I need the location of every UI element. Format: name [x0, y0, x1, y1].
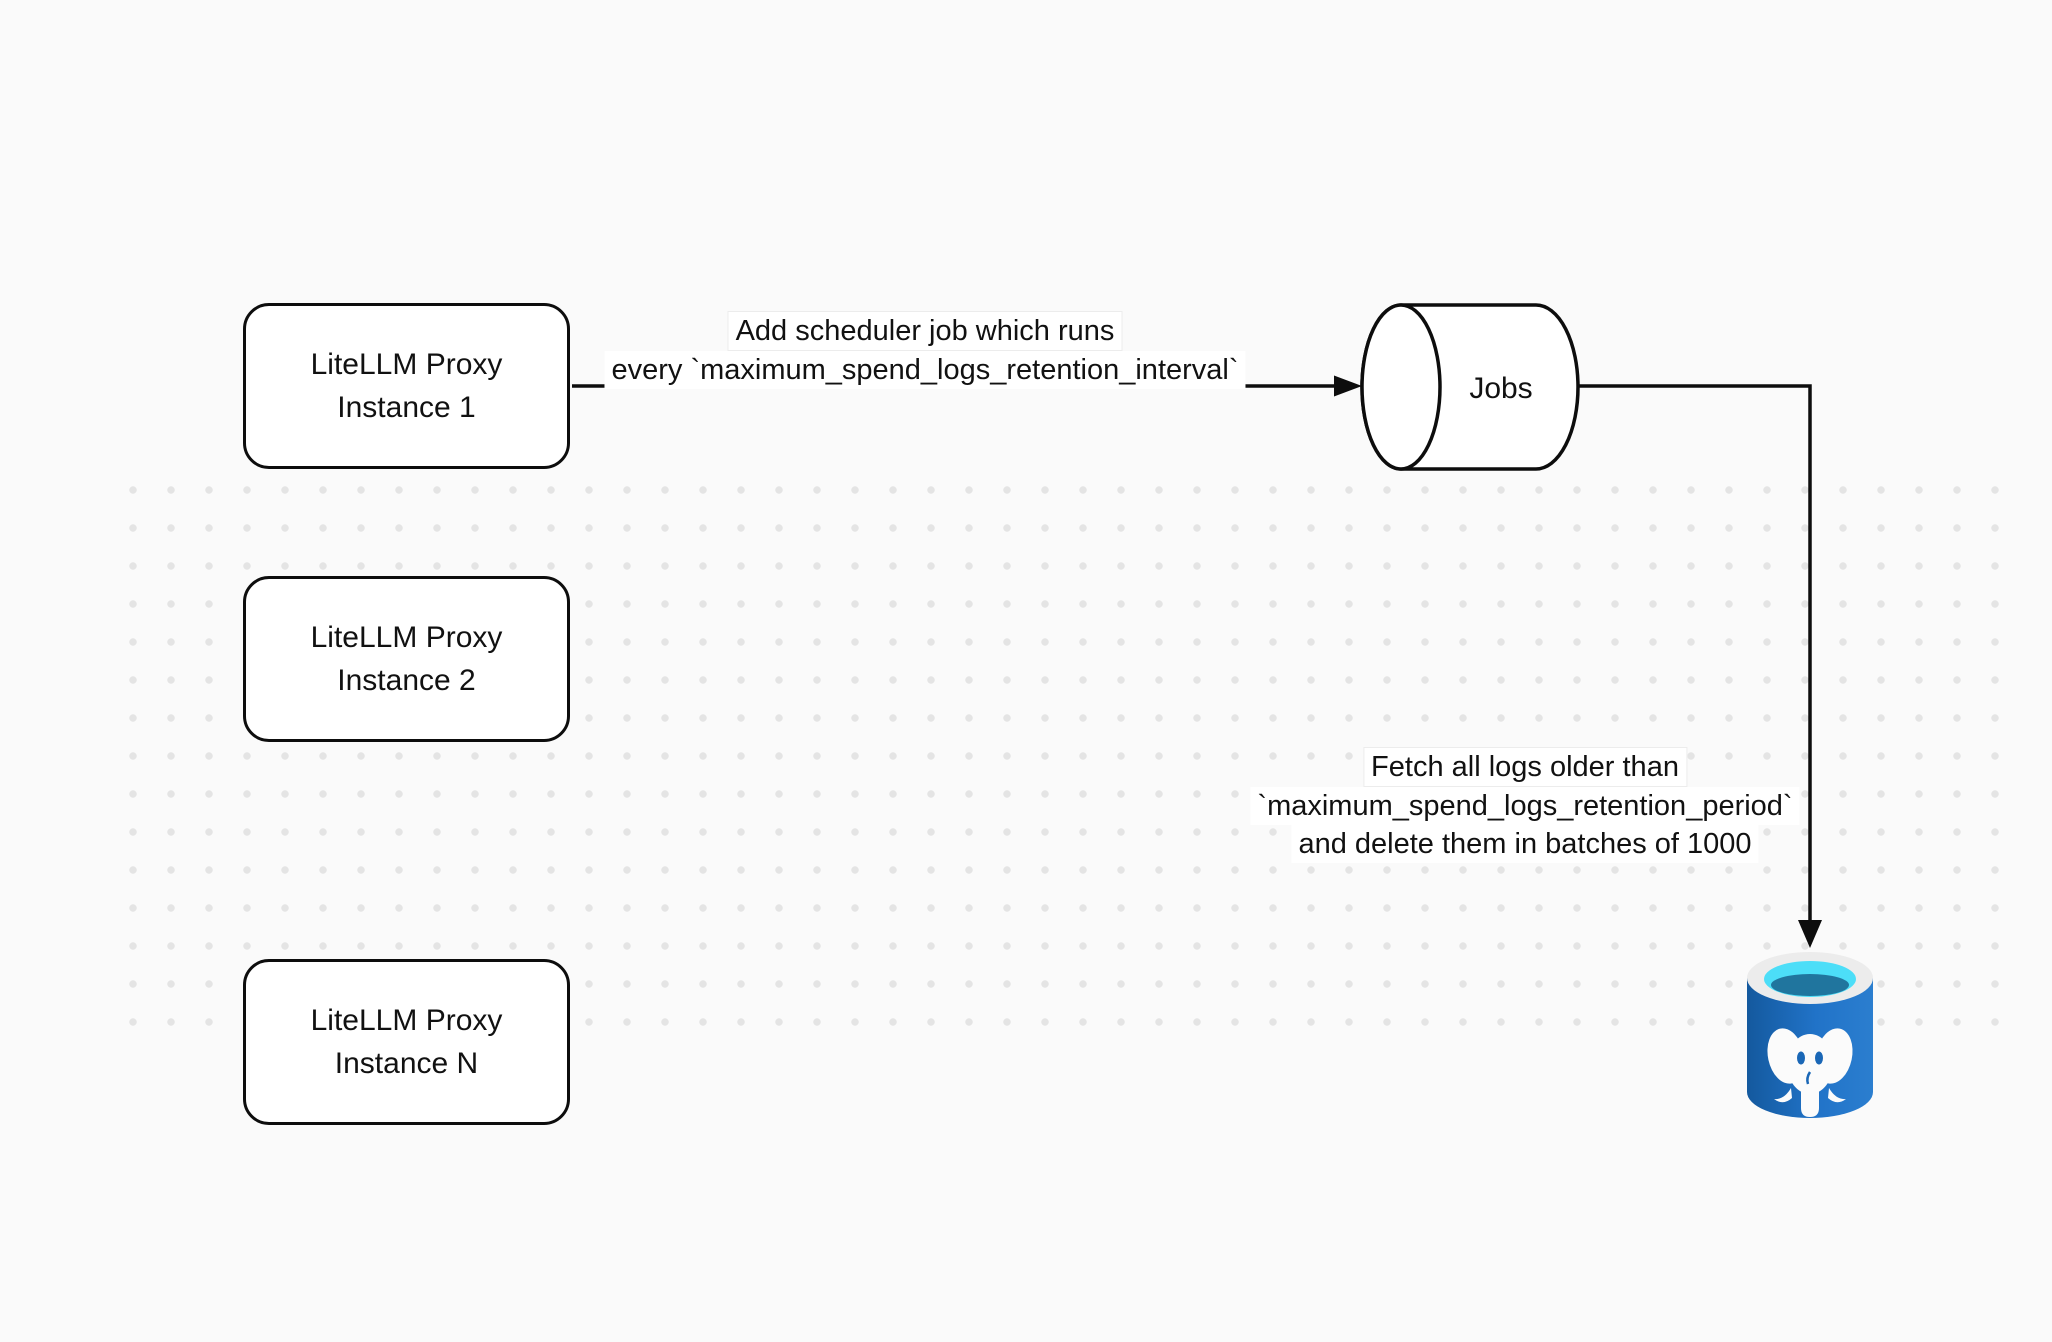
node-label-line: Instance N: [334, 1047, 479, 1080]
edge-scheduler-arrowhead-icon: [1334, 375, 1362, 397]
pg-cylinder-inner: [1771, 974, 1849, 996]
node-litellm-proxy-instance-2: LiteLLM Proxy Instance 2: [243, 576, 570, 742]
node-label-line: LiteLLM Proxy: [310, 1004, 503, 1037]
edge-label-line: Add scheduler job which runs: [604, 311, 1245, 351]
jobs-cylinder-cap: [1360, 303, 1442, 471]
edge-label-fetch: Fetch all logs older than `maximum_spend…: [1250, 747, 1800, 863]
pg-elephant-trunk-line: [1806, 1071, 1812, 1085]
node-litellm-proxy-instance-1: LiteLLM Proxy Instance 1: [243, 303, 570, 469]
edge-label-scheduler: Add scheduler job which runs every `maxi…: [604, 311, 1246, 389]
postgresql-icon: [1747, 952, 1873, 1118]
node-label-line: Instance 1: [337, 391, 476, 424]
jobs-label: Jobs: [1469, 372, 1532, 405]
node-label-line: Instance 2: [337, 664, 476, 697]
edge-label-line: and delete them in batches of 1000: [1250, 825, 1799, 863]
edge-label-line: every `maximum_spend_logs_retention_inte…: [604, 351, 1246, 389]
node-label-line: LiteLLM Proxy: [310, 621, 503, 654]
node-label-line: LiteLLM Proxy: [310, 348, 503, 381]
node-jobs-queue: Jobs: [1360, 303, 1580, 471]
edge-fetch-arrowhead-icon: [1798, 920, 1822, 948]
dot-grid-background: [114, 471, 2014, 1041]
pg-elephant-icon: [1767, 1028, 1853, 1117]
node-litellm-proxy-instance-n: LiteLLM Proxy Instance N: [243, 959, 570, 1125]
pg-elephant-eyes: [1797, 1051, 1823, 1065]
edge-label-line: `maximum_spend_logs_retention_period`: [1250, 787, 1800, 825]
edge-label-line: Fetch all logs older than: [1250, 747, 1799, 787]
edge-fetch-line: [1578, 384, 1812, 922]
